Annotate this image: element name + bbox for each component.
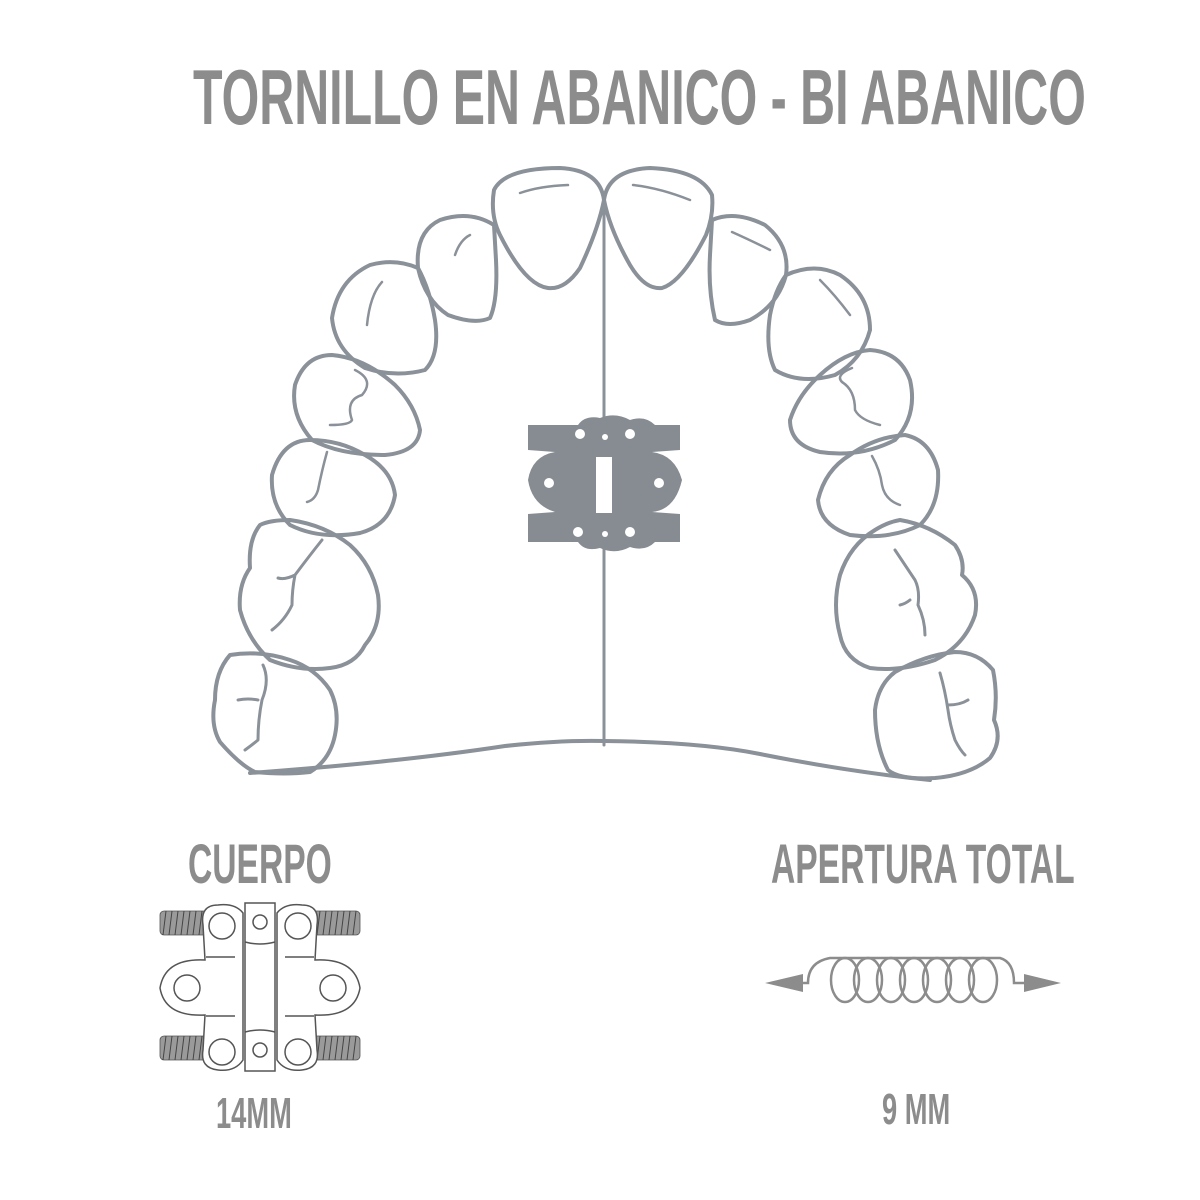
spring-expansion-icon	[765, 956, 1061, 1004]
cuerpo-size-value: 14MM	[216, 1089, 292, 1138]
apertura-total-value: 9 MM	[882, 1085, 951, 1134]
page-title: TORNILLO EN ABANICO - BI ABANICO	[193, 53, 1086, 141]
teeth-arch-icon	[211, 166, 1000, 782]
apertura-total-label: APERTURA TOTAL	[771, 832, 1075, 895]
cuerpo-label: CUERPO	[188, 832, 332, 895]
fan-screw-icon	[528, 415, 682, 552]
screw-body-icon	[159, 902, 361, 1072]
